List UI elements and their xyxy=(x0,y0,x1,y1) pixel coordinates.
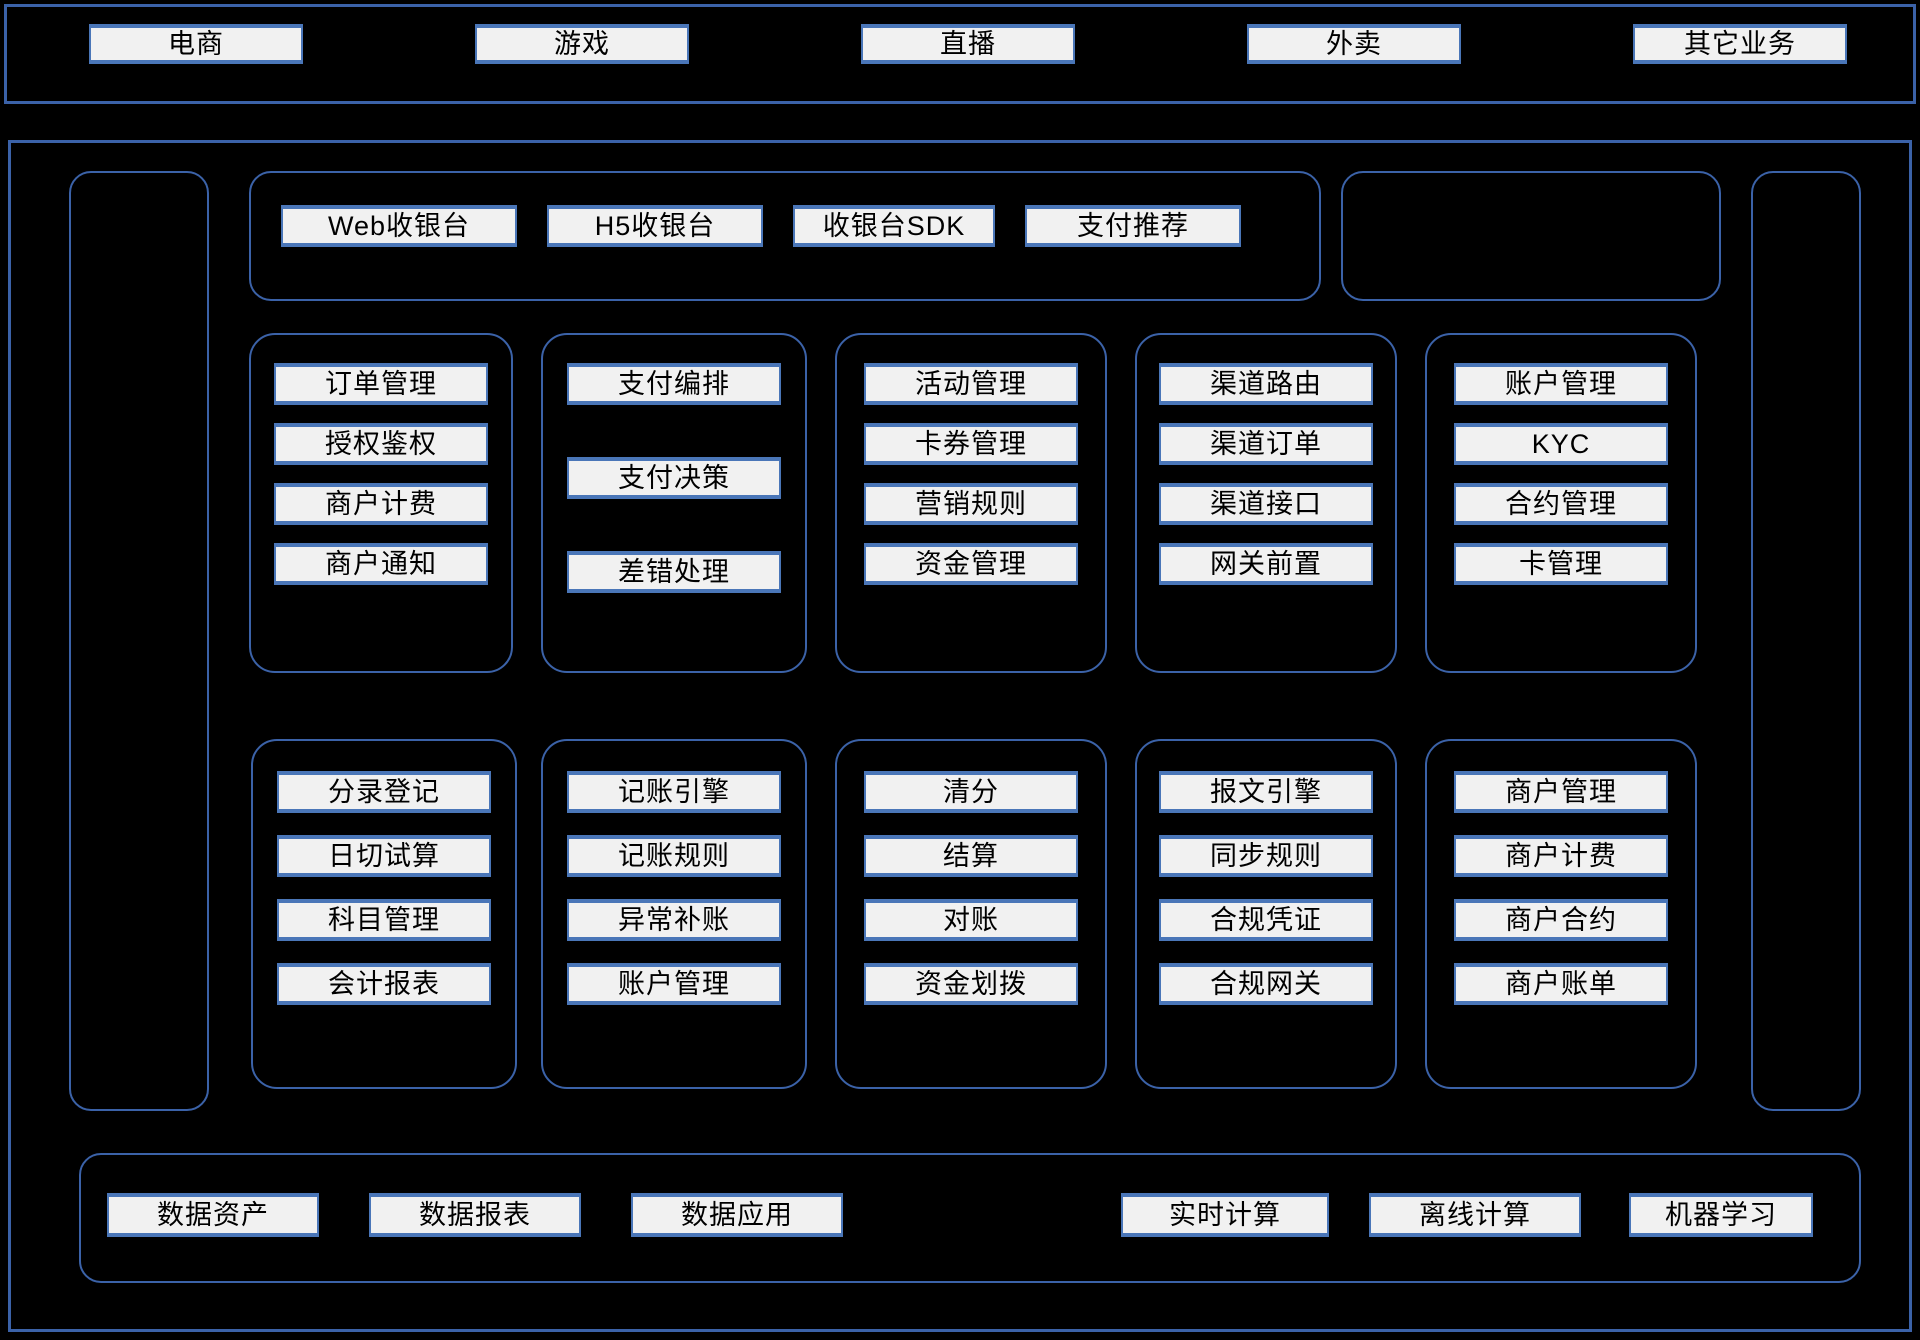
group-payment-orchestration-items: 支付编排 支付决策 差错处理 xyxy=(543,363,805,645)
module-message-engine[interactable]: 报文引擎 xyxy=(1159,771,1373,813)
group-merchant-items: 商户管理 商户计费 商户合约 商户账单 xyxy=(1427,771,1695,1027)
business-domain-livestream[interactable]: 直播 xyxy=(861,24,1075,64)
group-transaction-core: 订单管理 授权鉴权 商户计费 商户通知 xyxy=(249,333,513,673)
module-accounting-report[interactable]: 会计报表 xyxy=(277,963,491,1005)
cashier-h5[interactable]: H5收银台 xyxy=(547,205,763,247)
group-ledger-engine: 记账引擎 记账规则 异常补账 账户管理 xyxy=(541,739,807,1089)
group-clearing-settlement: 清分 结算 对账 资金划拨 xyxy=(835,739,1107,1089)
module-payment-decision[interactable]: 支付决策 xyxy=(567,457,781,499)
group-ledger-engine-items: 记账引擎 记账规则 异常补账 账户管理 xyxy=(543,771,805,1027)
group-compliance: 报文引擎 同步规则 合规凭证 合规网关 xyxy=(1135,739,1397,1089)
data-application[interactable]: 数据应用 xyxy=(631,1193,843,1237)
module-card-management[interactable]: 卡管理 xyxy=(1454,543,1668,585)
module-subject-management[interactable]: 科目管理 xyxy=(277,899,491,941)
module-reconciliation[interactable]: 对账 xyxy=(864,899,1078,941)
business-domain-gaming[interactable]: 游戏 xyxy=(475,24,689,64)
module-account-management[interactable]: 账户管理 xyxy=(1454,363,1668,405)
module-payment-orchestration[interactable]: 支付编排 xyxy=(567,363,781,405)
module-exception-repair[interactable]: 异常补账 xyxy=(567,899,781,941)
module-daily-cutoff[interactable]: 日切试算 xyxy=(277,835,491,877)
group-merchant: 商户管理 商户计费 商户合约 商户账单 xyxy=(1425,739,1697,1089)
module-sync-rules[interactable]: 同步规则 xyxy=(1159,835,1373,877)
cashier-sdk[interactable]: 收银台SDK xyxy=(793,205,995,247)
module-compliance-voucher[interactable]: 合规凭证 xyxy=(1159,899,1373,941)
module-merchant-management[interactable]: 商户管理 xyxy=(1454,771,1668,813)
module-gateway-frontend[interactable]: 网关前置 xyxy=(1159,543,1373,585)
data-report[interactable]: 数据报表 xyxy=(369,1193,581,1237)
module-marketing-rules[interactable]: 营销规则 xyxy=(864,483,1078,525)
module-fund-management[interactable]: 资金管理 xyxy=(864,543,1078,585)
module-fund-transfer[interactable]: 资金划拨 xyxy=(864,963,1078,1005)
data-platform-panel: 数据资产 数据报表 数据应用 实时计算 离线计算 机器学习 xyxy=(79,1153,1861,1283)
module-merchant-notification[interactable]: 商户通知 xyxy=(274,543,488,585)
module-merchant-statement[interactable]: 商户账单 xyxy=(1454,963,1668,1005)
group-transaction-core-items: 订单管理 授权鉴权 商户计费 商户通知 xyxy=(251,363,511,603)
group-accounting: 分录登记 日切试算 科目管理 会计报表 xyxy=(251,739,517,1089)
module-campaign-management[interactable]: 活动管理 xyxy=(864,363,1078,405)
right-rail-panel xyxy=(1751,171,1861,1111)
module-clearing[interactable]: 清分 xyxy=(864,771,1078,813)
module-journal-entry[interactable]: 分录登记 xyxy=(277,771,491,813)
business-domain-other[interactable]: 其它业务 xyxy=(1633,24,1847,64)
group-payment-orchestration: 支付编排 支付决策 差错处理 xyxy=(541,333,807,673)
module-order-management[interactable]: 订单管理 xyxy=(274,363,488,405)
cashier-channel-panel: Web收银台 H5收银台 收银台SDK 支付推荐 xyxy=(249,171,1321,301)
group-channel: 渠道路由 渠道订单 渠道接口 网关前置 xyxy=(1135,333,1397,673)
module-ledger-rules[interactable]: 记账规则 xyxy=(567,835,781,877)
reserved-top-right-panel xyxy=(1341,171,1721,301)
offline-compute[interactable]: 离线计算 xyxy=(1369,1193,1581,1237)
payment-platform-frame: Web收银台 H5收银台 收银台SDK 支付推荐 订单管理 授权鉴权 商户计费 … xyxy=(8,140,1912,1332)
payment-recommendation[interactable]: 支付推荐 xyxy=(1025,205,1241,247)
module-compliance-gateway[interactable]: 合规网关 xyxy=(1159,963,1373,1005)
business-domain-band: 电商 游戏 直播 外卖 其它业务 xyxy=(4,4,1916,104)
business-domain-ecommerce[interactable]: 电商 xyxy=(89,24,303,64)
realtime-compute[interactable]: 实时计算 xyxy=(1121,1193,1329,1237)
module-authorization[interactable]: 授权鉴权 xyxy=(274,423,488,465)
module-merchant-fee[interactable]: 商户计费 xyxy=(1454,835,1668,877)
module-settlement[interactable]: 结算 xyxy=(864,835,1078,877)
module-merchant-billing[interactable]: 商户计费 xyxy=(274,483,488,525)
business-domain-band-inner: 电商 游戏 直播 外卖 其它业务 xyxy=(7,7,1913,101)
module-kyc[interactable]: KYC xyxy=(1454,423,1668,465)
module-channel-routing[interactable]: 渠道路由 xyxy=(1159,363,1373,405)
group-compliance-items: 报文引擎 同步规则 合规凭证 合规网关 xyxy=(1137,771,1395,1027)
module-error-handling[interactable]: 差错处理 xyxy=(567,551,781,593)
module-coupon-management[interactable]: 卡券管理 xyxy=(864,423,1078,465)
group-accounting-items: 分录登记 日切试算 科目管理 会计报表 xyxy=(253,771,515,1027)
group-clearing-settlement-items: 清分 结算 对账 资金划拨 xyxy=(837,771,1105,1027)
group-account-items: 账户管理 KYC 合约管理 卡管理 xyxy=(1427,363,1695,603)
group-marketing: 活动管理 卡券管理 营销规则 资金管理 xyxy=(835,333,1107,673)
module-ledger-account-management[interactable]: 账户管理 xyxy=(567,963,781,1005)
data-asset[interactable]: 数据资产 xyxy=(107,1193,319,1237)
module-contract-management[interactable]: 合约管理 xyxy=(1454,483,1668,525)
group-account: 账户管理 KYC 合约管理 卡管理 xyxy=(1425,333,1697,673)
module-ledger-engine[interactable]: 记账引擎 xyxy=(567,771,781,813)
business-domain-takeout[interactable]: 外卖 xyxy=(1247,24,1461,64)
machine-learning[interactable]: 机器学习 xyxy=(1629,1193,1813,1237)
module-channel-order[interactable]: 渠道订单 xyxy=(1159,423,1373,465)
module-merchant-contract[interactable]: 商户合约 xyxy=(1454,899,1668,941)
module-channel-interface[interactable]: 渠道接口 xyxy=(1159,483,1373,525)
group-marketing-items: 活动管理 卡券管理 营销规则 资金管理 xyxy=(837,363,1105,603)
cashier-web[interactable]: Web收银台 xyxy=(281,205,517,247)
group-channel-items: 渠道路由 渠道订单 渠道接口 网关前置 xyxy=(1137,363,1395,603)
left-rail-panel xyxy=(69,171,209,1111)
